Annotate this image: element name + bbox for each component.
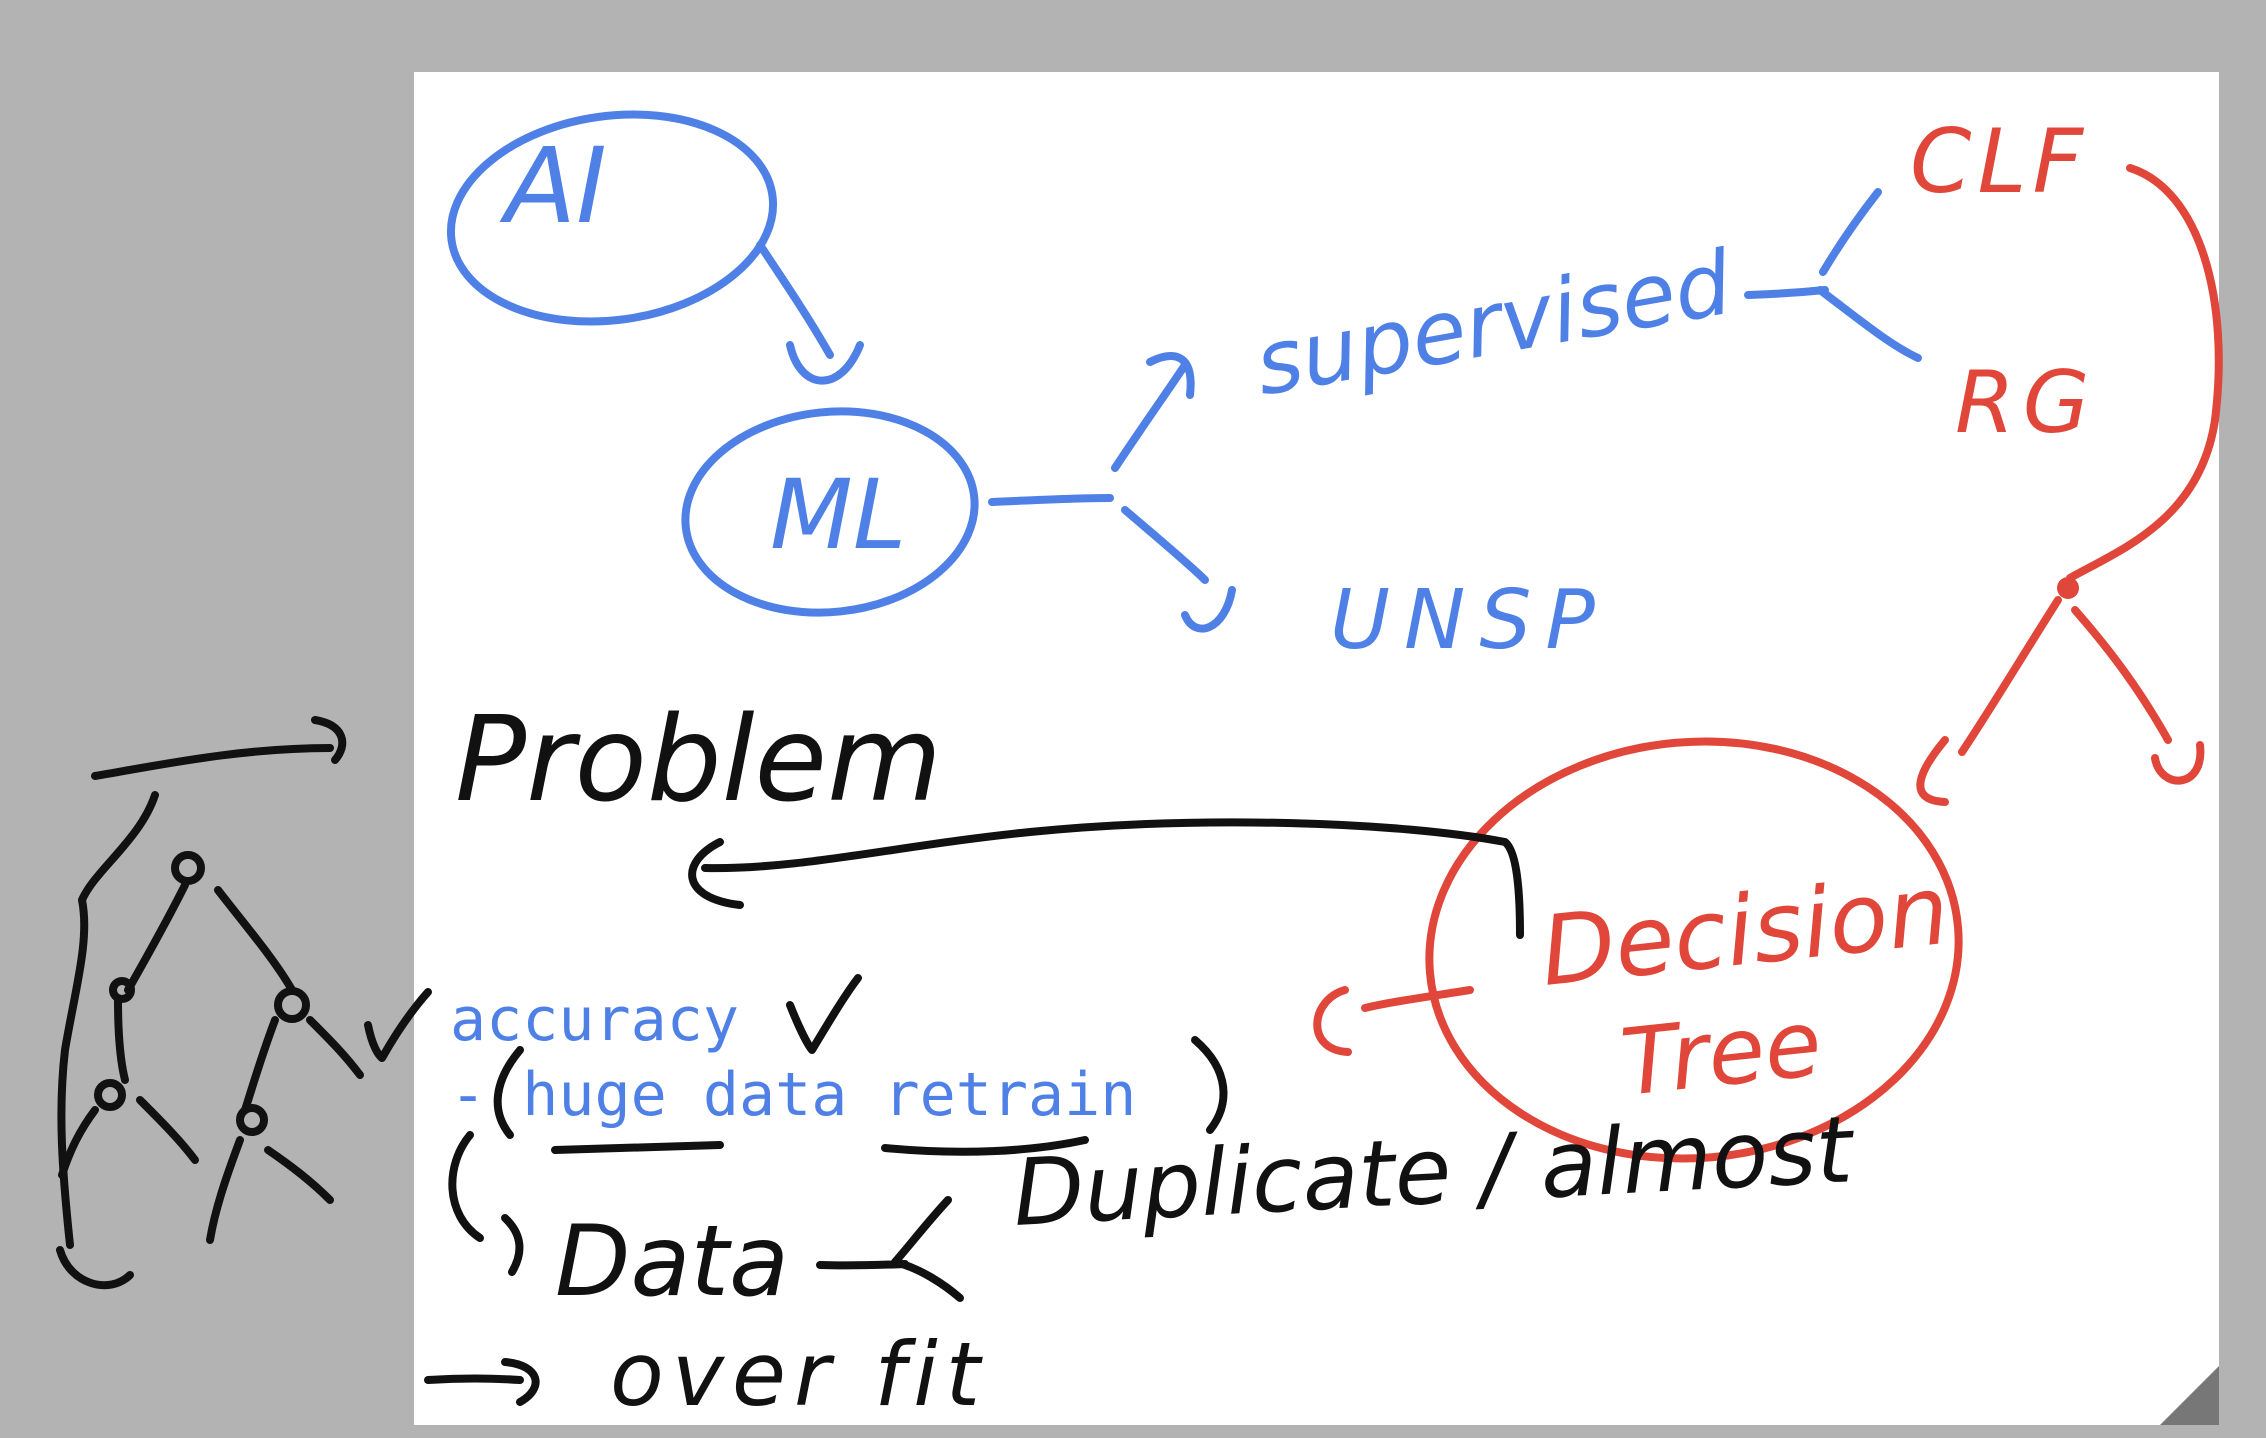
branch-ml-stem	[988, 494, 1114, 506]
whiteboard-page[interactable]	[414, 72, 2219, 1425]
rg-label: RG	[1955, 353, 2097, 453]
red-curve-clf-to-tree	[2066, 164, 2223, 582]
bracket-right	[1191, 1036, 1228, 1134]
check-mark-tree-diagram	[364, 988, 432, 1062]
arrow-to-supervised	[1111, 352, 1195, 472]
arrow-to-unsupervised	[1121, 506, 1236, 633]
data-label: Data	[555, 1205, 789, 1319]
arrow-tree-to-problem	[688, 818, 1524, 939]
red-split-right	[2071, 606, 2205, 785]
tree-label: Tree	[1616, 990, 1826, 1117]
unsupervised-label: UNSP	[1330, 573, 1609, 668]
split-node-dot	[2057, 577, 2079, 599]
underline-huge	[551, 1141, 724, 1154]
red-split-left	[1916, 596, 2062, 806]
paren-data	[448, 1131, 524, 1276]
typed-huge-data: - huge data retrain	[450, 1060, 1136, 1130]
ai-label: AI	[499, 125, 607, 247]
overfit-label: over fit	[610, 1323, 988, 1426]
ai-node: AI	[446, 110, 778, 326]
problem-label: Problem	[455, 690, 942, 828]
clf-label: CLF	[1910, 110, 2089, 213]
arrow-overfit	[424, 1358, 540, 1406]
typed-accuracy: accuracy	[450, 985, 739, 1055]
check-mark-accuracy	[786, 974, 862, 1054]
branch-supervised-stem	[1744, 286, 1829, 299]
arrow-to-clf	[1819, 188, 1882, 276]
bracket-left	[493, 1046, 524, 1139]
ml-label: ML	[770, 459, 906, 571]
tree-sketch	[56, 716, 364, 1290]
underline-retrain	[881, 1136, 1089, 1156]
ml-node: ML	[681, 407, 979, 617]
red-left-arrow-from-tree	[1313, 986, 1474, 1056]
arrow-to-rg	[1816, 286, 1922, 362]
arrow-data-duplicate	[816, 1196, 964, 1302]
arrow-ai-to-ml	[756, 241, 864, 385]
page-curl-icon[interactable]	[2160, 1366, 2219, 1425]
